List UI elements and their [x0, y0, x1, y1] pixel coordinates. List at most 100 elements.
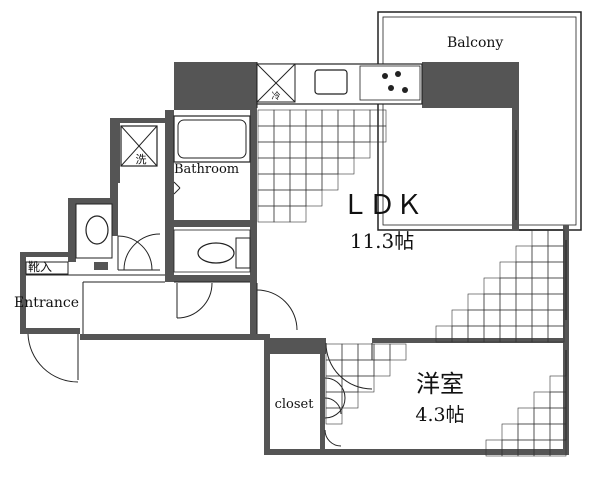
- stove-burner-icon: [395, 71, 401, 77]
- floor-tile: [549, 439, 567, 457]
- floor-tile: [547, 293, 565, 311]
- bathroom-label: Bathroom: [174, 162, 239, 177]
- floor-tile: [515, 245, 533, 263]
- floor-tile: [289, 125, 307, 143]
- floor-tile: [373, 359, 391, 377]
- floor-tile: [531, 261, 549, 279]
- floor-tile: [547, 261, 565, 279]
- floor-tile: [305, 141, 323, 159]
- floor-tile: [305, 125, 323, 143]
- floor-tile: [273, 141, 291, 159]
- floor-tile-pattern-western: [325, 343, 567, 457]
- floor-tile: [499, 277, 517, 295]
- floor-tile: [257, 125, 275, 143]
- floor-tile: [533, 407, 551, 425]
- floor-tile: [289, 141, 307, 159]
- sink-icon: [314, 69, 348, 95]
- floor-tile: [257, 157, 275, 175]
- floor-tile: [321, 173, 339, 191]
- floor-tile: [353, 141, 371, 159]
- floor-tile: [517, 423, 535, 441]
- floor-tile: [325, 407, 343, 425]
- floor-tile: [289, 157, 307, 175]
- floor-tile: [483, 277, 501, 295]
- stove-burner-icon: [388, 85, 394, 91]
- floor-tile: [547, 277, 565, 295]
- floor-tile: [273, 125, 291, 143]
- floor-tile: [547, 309, 565, 327]
- floor-tile: [305, 109, 323, 127]
- floor-tile: [305, 189, 323, 207]
- floor-tile: [517, 407, 535, 425]
- floor-tile: [341, 391, 359, 409]
- floor-tile: [451, 309, 469, 327]
- stove-burner-icon: [402, 87, 408, 93]
- floor-tile: [321, 157, 339, 175]
- toilet: [173, 229, 251, 273]
- ldk-size: 11.3帖: [350, 229, 415, 253]
- floor-tile: [325, 391, 343, 409]
- floor-tile: [289, 173, 307, 191]
- floor-tile: [547, 325, 565, 343]
- floor-tile: [547, 229, 565, 247]
- floor-tile: [531, 309, 549, 327]
- floor-tile: [337, 109, 355, 127]
- kitchen-counter: [256, 63, 423, 105]
- floor-tile: [499, 293, 517, 311]
- floor-tile: [353, 125, 371, 143]
- floor-tile: [389, 343, 407, 361]
- wash-basin: [75, 203, 113, 259]
- floor-tile: [515, 261, 533, 279]
- bathtub: [173, 115, 251, 195]
- floor-tile: [467, 293, 485, 311]
- shoe-storage-label: 靴入: [28, 260, 52, 274]
- floor-tile: [533, 391, 551, 409]
- floor-tile: [483, 293, 501, 311]
- floor-tile: [531, 293, 549, 311]
- floor-tile: [499, 309, 517, 327]
- entrance-label: Entrance: [14, 295, 79, 311]
- ldk-label: ＬＤＫ: [342, 190, 423, 221]
- balcony: [377, 11, 582, 231]
- floor-tile: [305, 157, 323, 175]
- fridge-mark: 冷: [271, 90, 280, 102]
- washer-space: [120, 125, 158, 167]
- closet-label: closet: [275, 397, 315, 412]
- western-room-size: 4.3帖: [415, 404, 464, 426]
- floor-tile: [357, 359, 375, 377]
- floor-tile: [357, 375, 375, 393]
- floor-tile: [321, 125, 339, 143]
- floor-tile: [289, 109, 307, 127]
- floor-tile-pattern: [257, 109, 565, 343]
- floor-tile: [257, 109, 275, 127]
- floor-tile: [341, 359, 359, 377]
- floor-tile: [321, 141, 339, 159]
- floor-tile: [515, 309, 533, 327]
- floor-tile: [273, 109, 291, 127]
- floor-tile: [531, 277, 549, 295]
- floor-tile: [337, 141, 355, 159]
- floor-tile: [273, 157, 291, 175]
- floor-tile: [515, 293, 533, 311]
- floor-tile: [337, 125, 355, 143]
- floor-tile: [257, 141, 275, 159]
- floor-tile: [321, 109, 339, 127]
- floor-tile: [257, 173, 275, 191]
- floor-tile: [273, 205, 291, 223]
- western-room-label: 洋室: [416, 370, 464, 398]
- floor-tile: [369, 125, 387, 143]
- floor-tile: [325, 359, 343, 377]
- floor-tile: [547, 245, 565, 263]
- floor-tile: [533, 423, 551, 441]
- floor-tile: [467, 309, 485, 327]
- doors: [25, 233, 373, 447]
- floor-tile: [257, 205, 275, 223]
- floor-tile: [499, 261, 517, 279]
- floor-tile: [257, 189, 275, 207]
- floor-tile: [289, 205, 307, 223]
- floor-tile: [483, 309, 501, 327]
- stove-burner-icon: [382, 73, 388, 79]
- floor-tile: [373, 343, 391, 361]
- walls: [20, 62, 569, 455]
